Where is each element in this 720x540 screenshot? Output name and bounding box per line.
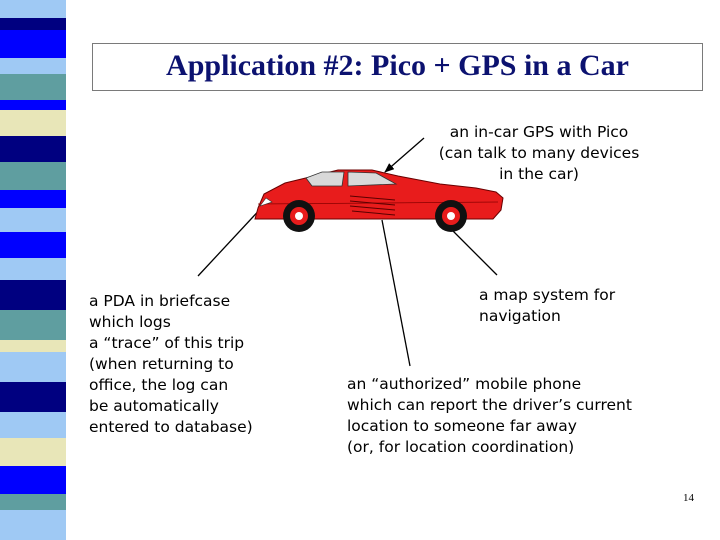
pda-label: a PDA in briefcase which logs a “trace” … (89, 292, 253, 436)
map-label: a map system for navigation (479, 286, 616, 325)
pda-pointer-line (197, 203, 266, 277)
decorative-stripe (0, 0, 66, 540)
front-wheel-icon (283, 200, 315, 232)
gps-pointer-arrow (384, 137, 425, 173)
phone-pointer-line (381, 219, 411, 367)
phone-label: an “authorized” mobile phone which can r… (347, 375, 632, 456)
rear-wheel-icon (435, 200, 467, 232)
gps-label: an in-car GPS with Pico (can talk to man… (438, 123, 640, 183)
car-icon (254, 169, 504, 232)
page-number: 14 (683, 492, 694, 504)
title-frame (92, 43, 703, 91)
slide-title: Application #2: Pico + GPS in a Car (166, 49, 629, 82)
